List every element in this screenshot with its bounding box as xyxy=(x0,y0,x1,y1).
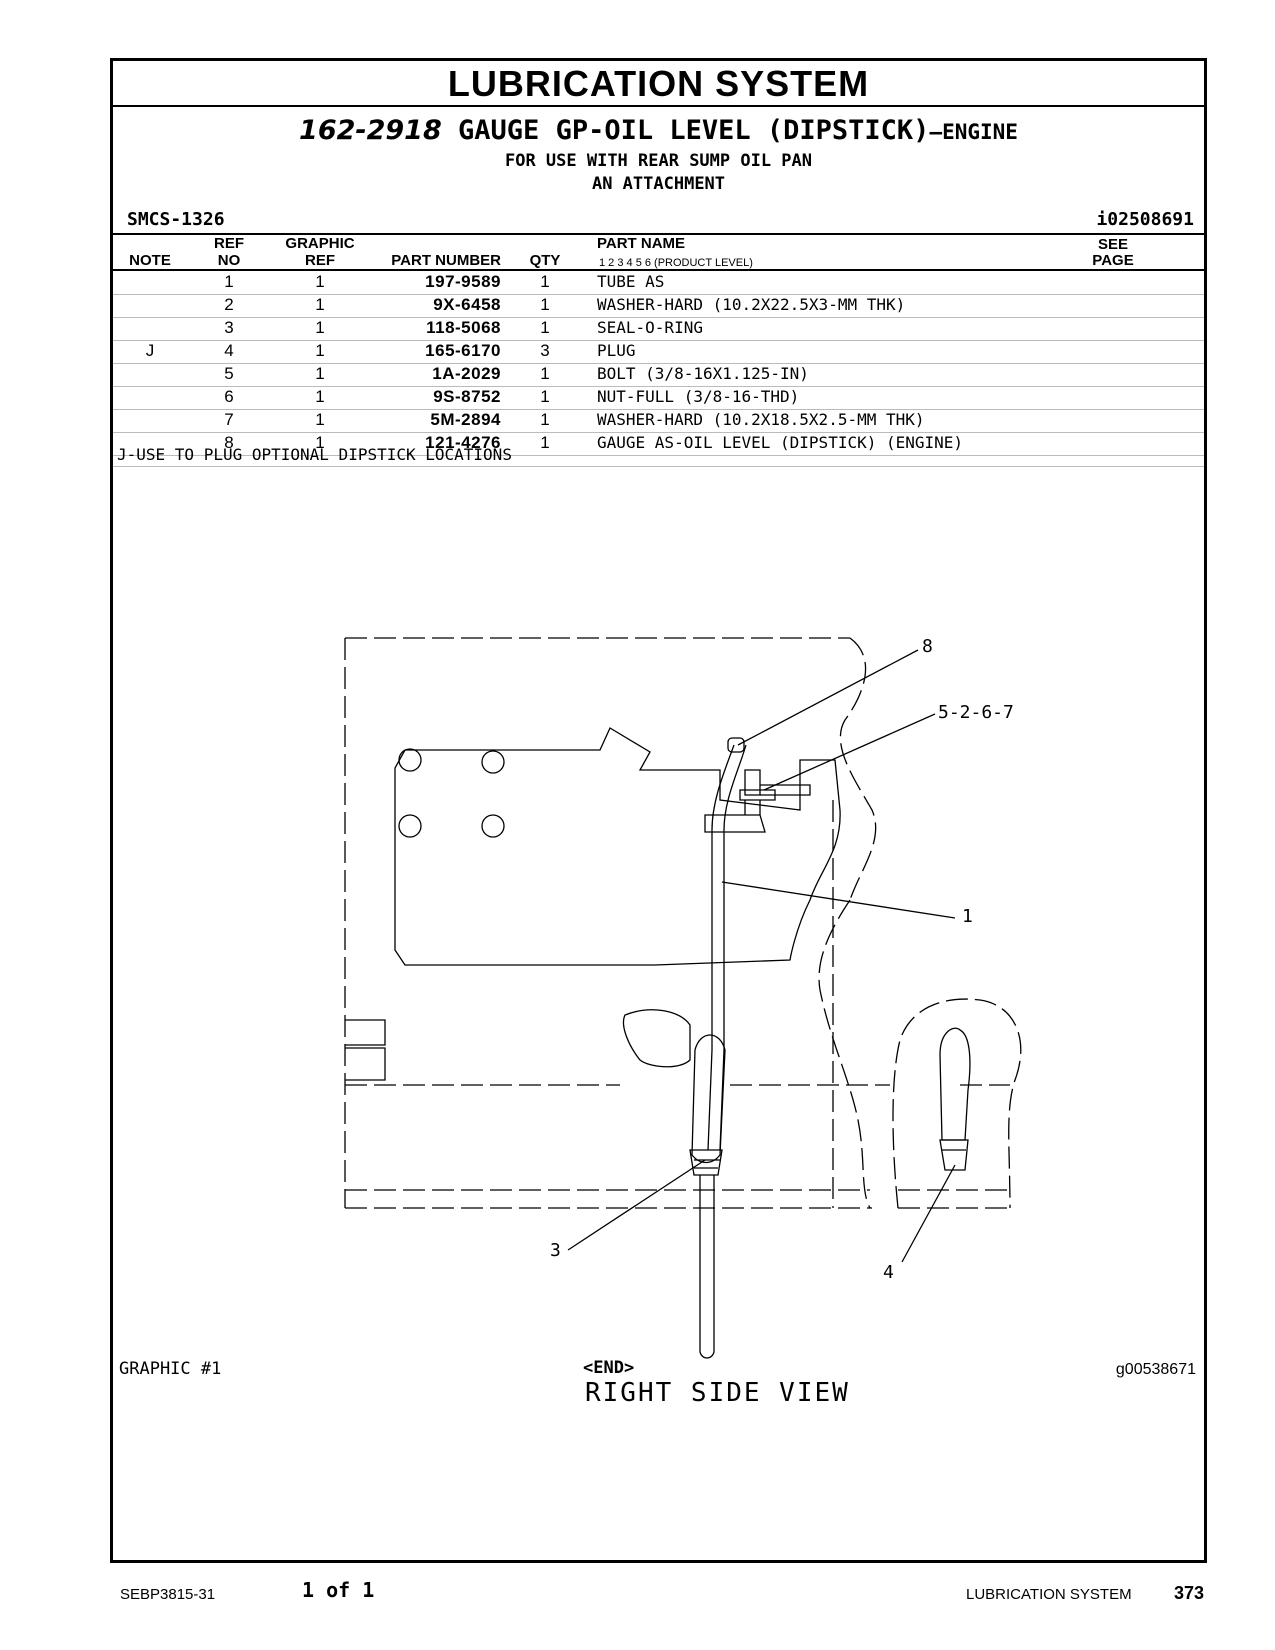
row-ref-no: 8 xyxy=(224,433,234,452)
row-qty: 3 xyxy=(540,341,550,360)
row-qty: 1 xyxy=(540,364,550,383)
table-top-rule xyxy=(113,233,1204,235)
row-part-name: PLUG xyxy=(597,341,636,360)
section-title: LUBRICATION SYSTEM xyxy=(113,61,1204,107)
row-divider xyxy=(113,455,1204,456)
callout-3: 3 xyxy=(550,1240,561,1261)
col-qty: QTY xyxy=(529,252,561,269)
row-divider xyxy=(113,317,1204,318)
doc-number: SEBP3815-31 xyxy=(120,1586,216,1603)
group-title: 162-2918 GAUGE GP-OIL LEVEL (DIPSTICK)—E… xyxy=(113,115,1204,146)
col-note: NOTE xyxy=(129,252,171,269)
row-part-number: 9S-8752 xyxy=(433,387,501,406)
footer-section: LUBRICATION SYSTEM xyxy=(966,1586,1132,1603)
group-suffix: —ENGINE xyxy=(929,120,1018,144)
row-graphic-ref: 1 xyxy=(315,387,325,406)
row-part-name: WASHER-HARD (10.2X22.5X3-MM THK) xyxy=(597,295,906,314)
row-graphic-ref: 1 xyxy=(315,341,325,360)
row-graphic-ref: 1 xyxy=(315,364,325,383)
col-graphic-2: REF xyxy=(305,252,335,269)
row-part-number: 121-4276 xyxy=(425,433,501,452)
row-graphic-ref: 1 xyxy=(315,410,325,429)
attachment-line: AN ATTACHMENT xyxy=(591,174,726,194)
col-part-name: PART NAME xyxy=(597,235,686,252)
view-caption: RIGHT SIDE VIEW xyxy=(585,1378,850,1408)
col-see-1: SEE xyxy=(1097,236,1128,253)
group-description: GAUGE GP-OIL LEVEL (DIPSTICK) xyxy=(458,115,930,146)
row-part-number: 9X-6458 xyxy=(433,295,501,314)
callout-5-2-6-7: 5-2-6-7 xyxy=(938,702,1014,723)
row-graphic-ref: 1 xyxy=(315,318,325,337)
row-ref-no: 1 xyxy=(224,272,234,291)
col-see-2: PAGE xyxy=(1092,252,1134,269)
callout-8: 8 xyxy=(922,636,933,657)
row-divider xyxy=(113,340,1204,341)
callout-1: 1 xyxy=(962,906,973,927)
leader-1 xyxy=(721,881,956,919)
page-frame: LUBRICATION SYSTEM 162-2918 GAUGE GP-OIL… xyxy=(110,58,1207,1563)
usage-line: FOR USE WITH REAR SUMP OIL PAN xyxy=(504,151,813,171)
leader-8 xyxy=(737,649,919,746)
footnote-rule xyxy=(113,466,1204,467)
row-ref-no: 4 xyxy=(224,341,234,360)
row-part-number: 118-5068 xyxy=(426,318,501,337)
callout-4: 4 xyxy=(883,1262,894,1283)
row-part-name: WASHER-HARD (10.2X18.5X2.5-MM THK) xyxy=(597,410,925,429)
graphic-id: g00538671 xyxy=(1115,1361,1196,1378)
row-divider xyxy=(113,294,1204,295)
footnote-j: J-USE TO PLUG OPTIONAL DIPSTICK LOCATION… xyxy=(117,445,512,464)
row-qty: 1 xyxy=(540,433,550,452)
col-graphic-1: GRAPHIC xyxy=(285,235,355,252)
row-part-number: 5M-2894 xyxy=(430,410,501,429)
graphic-label: GRAPHIC #1 xyxy=(119,1359,222,1379)
row-part-name: NUT-FULL (3/8-16-THD) xyxy=(597,387,800,406)
page-number: 373 xyxy=(1174,1583,1205,1603)
row-divider xyxy=(113,386,1204,387)
col-ref-2: NO xyxy=(217,252,241,269)
row-graphic-ref: 1 xyxy=(315,433,325,452)
leader-4 xyxy=(901,1164,956,1263)
row-qty: 1 xyxy=(540,410,550,429)
row-qty: 1 xyxy=(540,387,550,406)
row-ref-no: 6 xyxy=(224,387,234,406)
row-part-name: GAUGE AS-OIL LEVEL (DIPSTICK) (ENGINE) xyxy=(597,433,964,452)
row-qty: 1 xyxy=(540,318,550,337)
row-ref-no: 2 xyxy=(224,295,234,314)
row-divider xyxy=(113,409,1204,410)
row-ref-no: 5 xyxy=(224,364,234,383)
row-note: J xyxy=(145,341,155,360)
row-ref-no: 3 xyxy=(224,318,234,337)
leader-5267 xyxy=(763,713,936,791)
row-part-number: 1A-2029 xyxy=(432,364,501,383)
page-of: 1 of 1 xyxy=(302,1578,375,1602)
group-part-number: 162-2918 xyxy=(299,115,442,146)
smcs-code: SMCS-1326 xyxy=(127,209,225,230)
col-part-number: PART NUMBER xyxy=(391,252,501,269)
row-part-number: 165-6170 xyxy=(425,341,501,360)
row-divider xyxy=(113,363,1204,364)
row-qty: 1 xyxy=(540,295,550,314)
row-graphic-ref: 1 xyxy=(315,272,325,291)
row-part-name: TUBE AS xyxy=(597,272,665,291)
row-part-name: SEAL-O-RING xyxy=(597,318,703,337)
document-ident: i02508691 xyxy=(1096,209,1194,230)
row-graphic-ref: 1 xyxy=(315,295,325,314)
col-ref-1: REF xyxy=(214,235,244,252)
leader-3 xyxy=(567,1159,706,1251)
row-qty: 1 xyxy=(540,272,550,291)
row-part-name: BOLT (3/8-16X1.125-IN) xyxy=(597,364,809,383)
row-ref-no: 7 xyxy=(224,410,234,429)
header-bottom-rule xyxy=(113,269,1204,271)
row-divider xyxy=(113,432,1204,433)
row-part-number: 197-9589 xyxy=(425,272,501,291)
col-product-level: 1 2 3 4 5 6 (PRODUCT LEVEL) xyxy=(599,257,753,269)
end-marker: <END> xyxy=(583,1358,635,1378)
